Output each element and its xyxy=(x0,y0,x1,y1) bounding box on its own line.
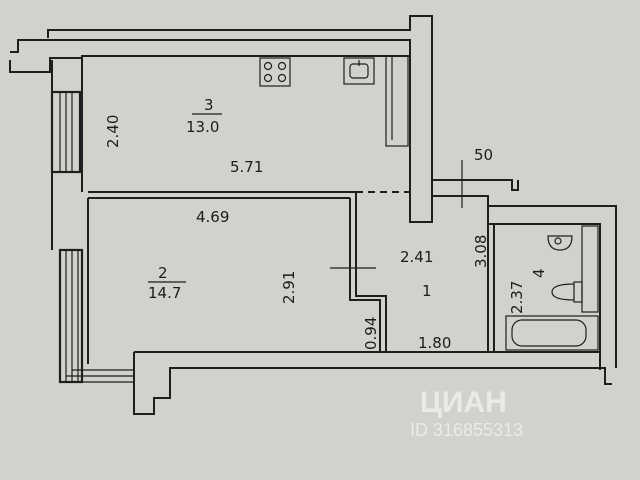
living-number: 2 xyxy=(158,264,168,282)
kitchen-area: 13.0 xyxy=(186,118,219,136)
hall-number: 1 xyxy=(422,282,432,300)
watermark-id: ID 316855313 xyxy=(410,420,523,440)
interior-walls xyxy=(88,191,600,352)
bathtub-icon xyxy=(505,315,599,351)
kitchen-counter xyxy=(385,55,409,147)
living-width: 2.91 xyxy=(280,271,298,304)
hall-side: 3.08 xyxy=(472,235,490,268)
bathroom-cabinet xyxy=(581,225,599,313)
window-living xyxy=(58,248,84,384)
fixtures xyxy=(259,55,599,351)
stove-icon xyxy=(259,57,291,87)
living-area: 14.7 xyxy=(148,284,181,302)
living-length: 4.69 xyxy=(196,208,229,226)
toilet-icon xyxy=(551,281,583,303)
hall-length: 2.41 xyxy=(400,248,433,266)
bathroom-sink-icon xyxy=(547,235,573,251)
room-labels: 3 13.0 5.71 2.40 4.69 2 14.7 2.91 2.41 1… xyxy=(104,96,548,352)
bath-width: 2.37 xyxy=(508,281,526,314)
watermark: ЦИАН ID 316855313 xyxy=(410,386,523,440)
hall-width: 1.80 xyxy=(418,334,451,352)
hall-offset: 0.94 xyxy=(362,317,380,350)
kitchen-width: 2.40 xyxy=(104,115,122,148)
sink-icon xyxy=(343,57,375,85)
kitchen-number: 3 xyxy=(204,96,214,114)
bath-number: 4 xyxy=(530,268,548,278)
balcony-label: 50 xyxy=(474,146,493,164)
watermark-brand: ЦИАН xyxy=(420,386,507,419)
kitchen-length: 5.71 xyxy=(230,158,263,176)
exterior-walls xyxy=(9,15,617,415)
